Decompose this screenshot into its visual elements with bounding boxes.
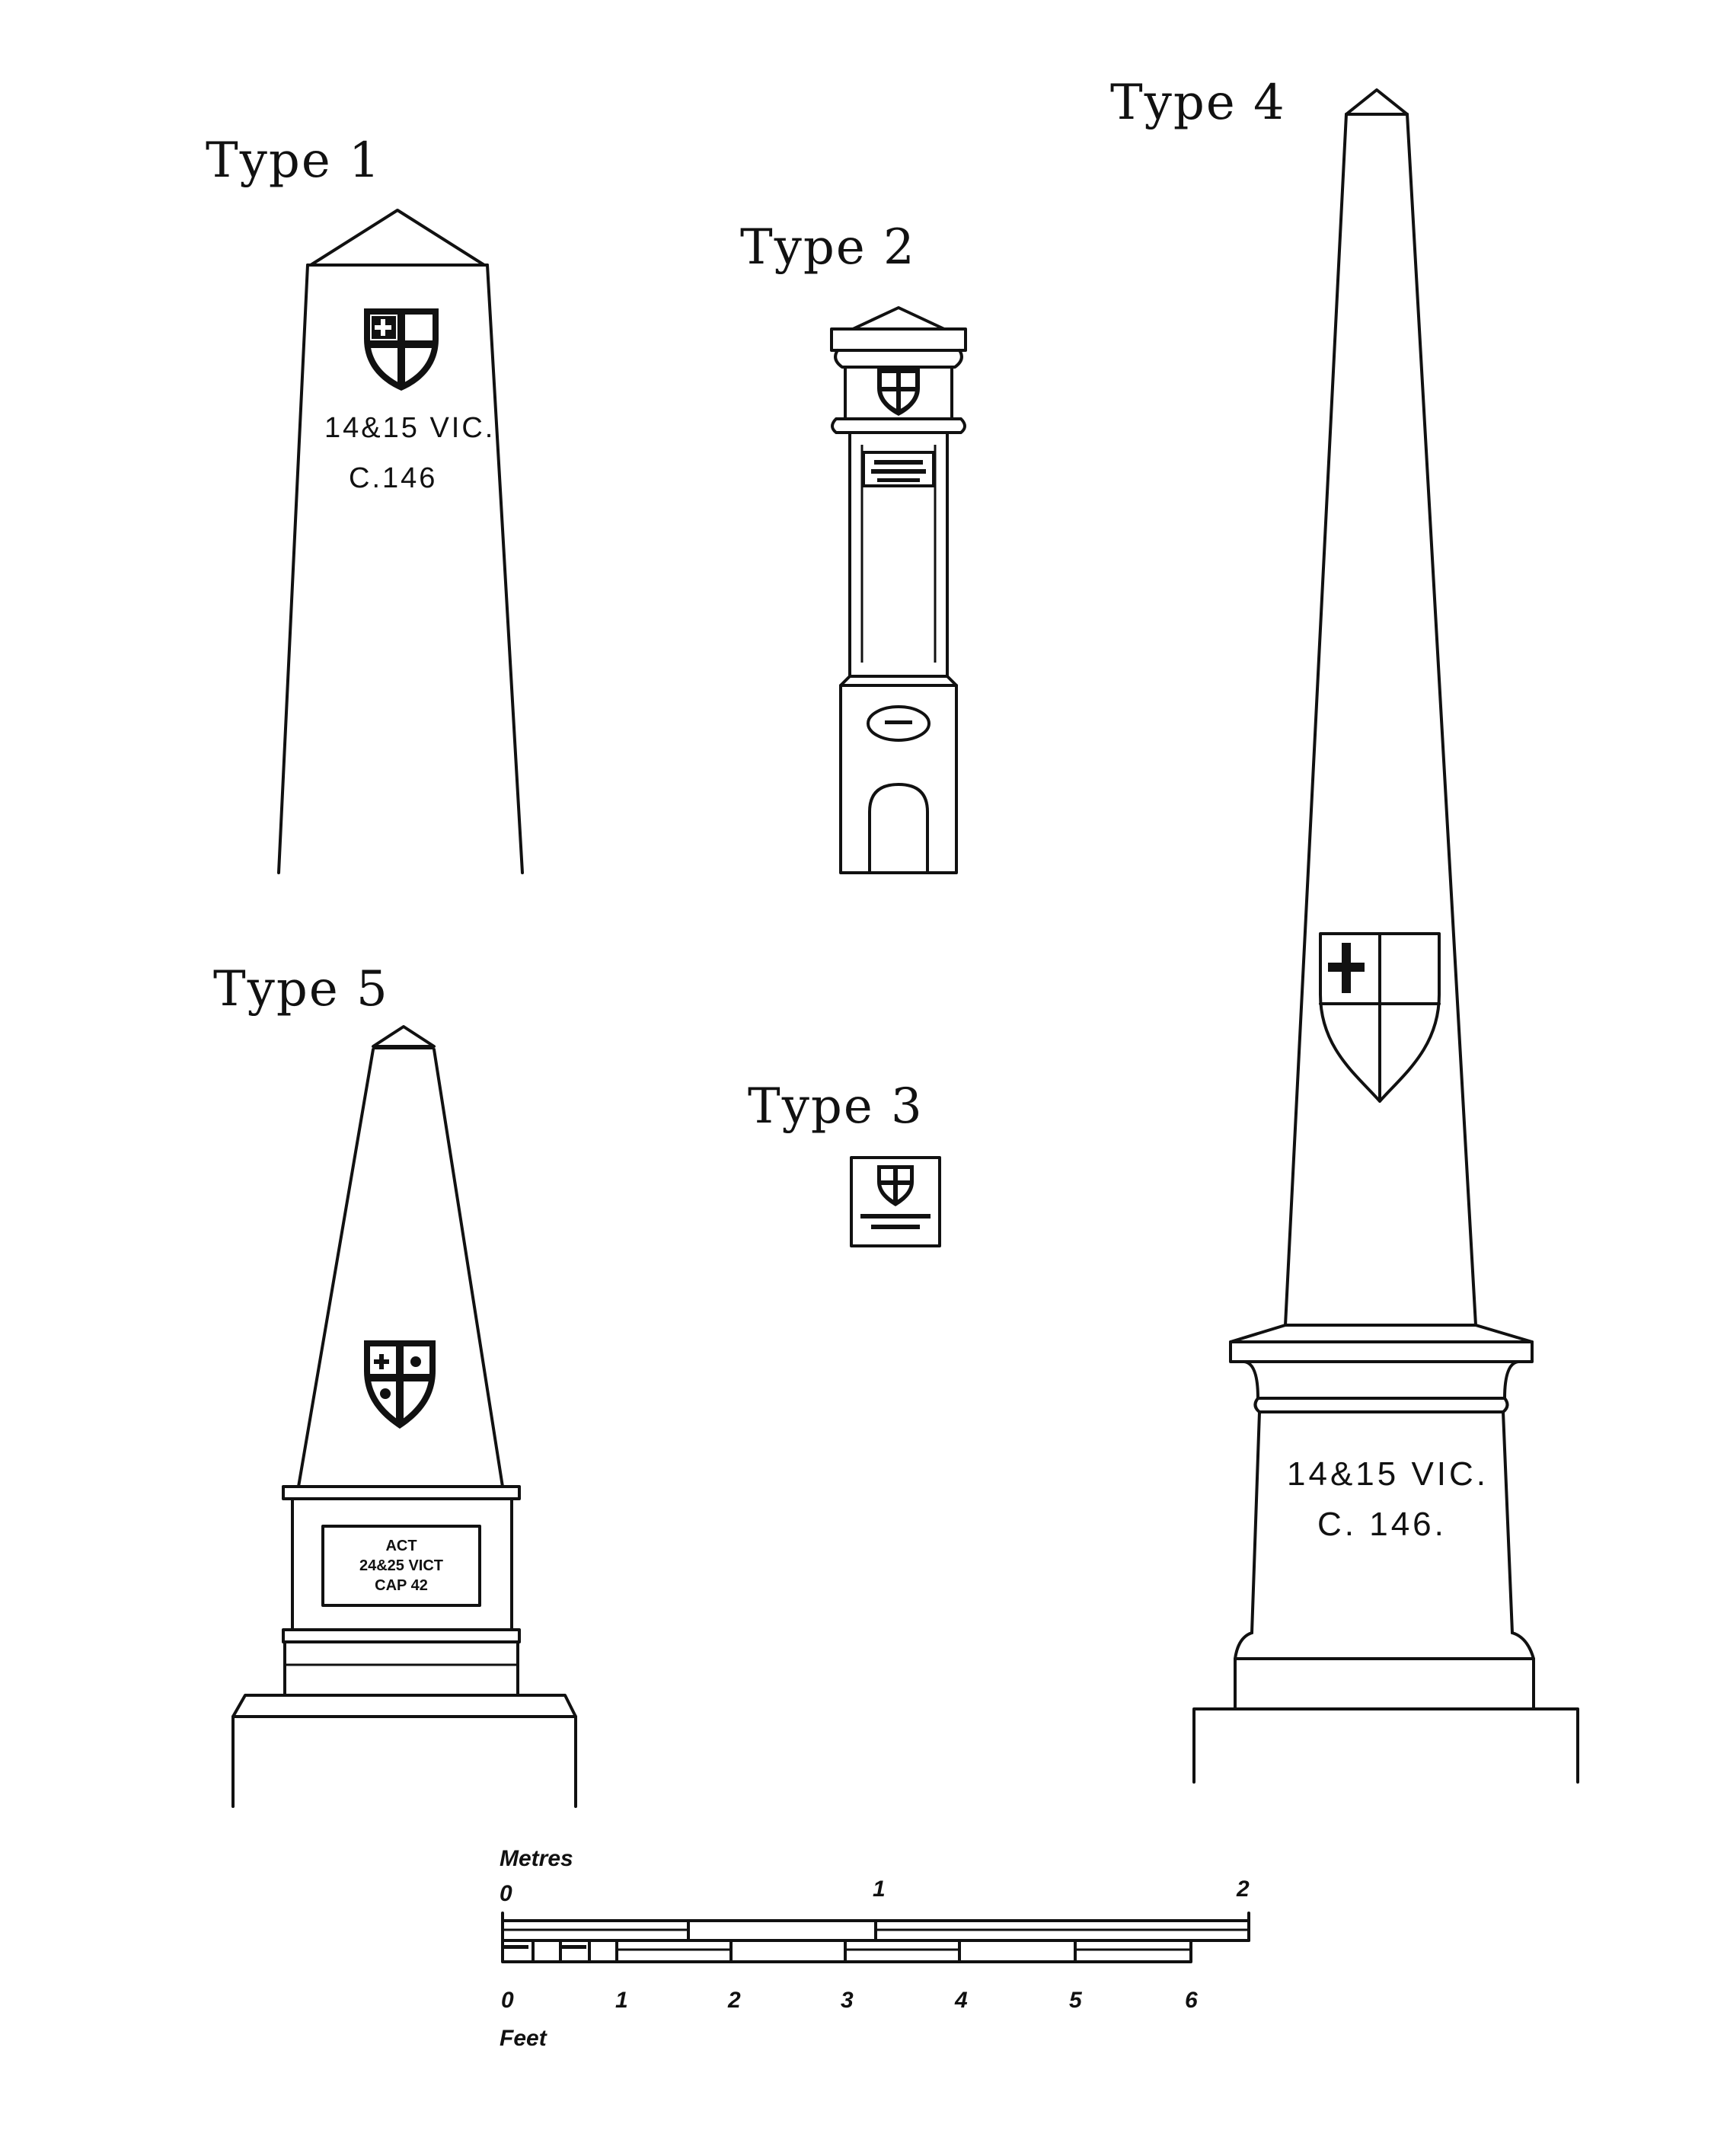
scale-feet-tick-6: 6 [1185, 1988, 1198, 2013]
type4-obelisk [1192, 88, 1579, 1784]
type2-oval-badge [867, 705, 931, 742]
type4-group: Type 4 14&15 VIC. C. 146. [1110, 75, 1579, 1784]
scale-feet-tick-1: 1 [615, 1988, 628, 2013]
type1-inscription-line2: C.146 [349, 462, 437, 494]
type5-act-plaque: ACT 24&25 VICT CAP 42 [321, 1525, 481, 1607]
type1-obelisk [277, 209, 524, 874]
scale-bar: Metres 0 1 2 0 1 2 3 4 5 6 Feet [500, 1846, 1250, 2051]
type5-label: Type 5 [213, 961, 389, 1017]
type4-inscription-line2: C. 146. [1317, 1506, 1447, 1543]
type1-inscription-line1: 14&15 VIC. [324, 412, 495, 444]
type1-shield-icon [364, 308, 439, 391]
type2-label: Type 2 [740, 219, 916, 276]
scale-feet-tick-2: 2 [727, 1988, 741, 2013]
scale-metres-label: Metres [500, 1846, 573, 1871]
type3-shield-icon [877, 1165, 914, 1206]
type5-plaque-line1: ACT [385, 1538, 417, 1554]
type4-shield-icon [1319, 932, 1441, 1103]
type2-shield-icon [877, 369, 920, 416]
type2-post [830, 306, 967, 874]
type2-group: Type 2 [740, 219, 967, 874]
type2-act-plaque [862, 451, 935, 487]
type4-label: Type 4 [1110, 75, 1286, 131]
scale-feet-tick-0: 0 [501, 1988, 514, 2013]
type5-group: Type 5 ACT 24&25 VICT [213, 961, 577, 1808]
scale-feet-tick-3: 3 [841, 1988, 854, 2013]
type1-group: Type 1 14&15 VIC. C.146 [206, 133, 524, 874]
type5-shield-icon [364, 1340, 436, 1429]
type3-label: Type 3 [748, 1078, 924, 1135]
type5-plaque-line3: CAP 42 [375, 1577, 428, 1594]
type5-obelisk [231, 1025, 577, 1808]
type5-plaque-line2: 24&25 VICT [359, 1557, 443, 1574]
scale-feet-label: Feet [500, 2026, 548, 2051]
scale-metre-tick-1: 1 [873, 1877, 886, 1902]
scale-metre-tick-0: 0 [500, 1881, 512, 1906]
type1-label: Type 1 [206, 133, 381, 189]
type4-inscription-line1: 14&15 VIC. [1287, 1455, 1489, 1493]
type3-group: Type 3 [748, 1078, 941, 1247]
scale-feet-tick-4: 4 [954, 1988, 968, 2013]
scale-metre-tick-2: 2 [1236, 1877, 1250, 1902]
type3-wall-plaque [850, 1156, 941, 1247]
scale-feet-tick-5: 5 [1069, 1988, 1083, 2013]
